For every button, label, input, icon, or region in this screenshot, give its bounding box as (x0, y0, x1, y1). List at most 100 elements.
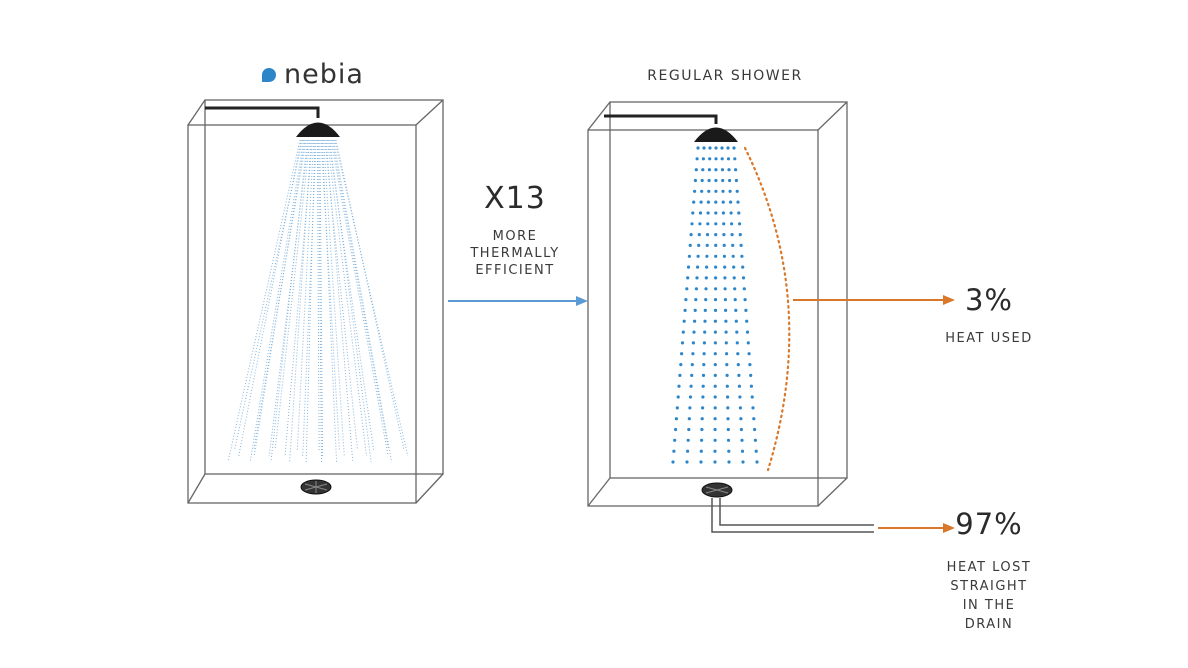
water-drop (727, 460, 731, 464)
water-drop (688, 406, 692, 410)
water-drop (745, 330, 750, 334)
water-drop (686, 276, 690, 280)
water-drop (732, 276, 736, 280)
mist-stream (325, 139, 354, 463)
water-drop (713, 449, 717, 453)
water-drop (722, 243, 726, 247)
heat-arc (743, 146, 791, 472)
water-drop (713, 363, 717, 367)
mist-stream (249, 139, 305, 463)
water-drop (707, 168, 712, 172)
mist-stream (329, 139, 372, 463)
water-drop (714, 254, 718, 258)
water-drop (741, 276, 746, 280)
water-drop (702, 363, 706, 367)
water-drop (734, 168, 738, 172)
water-drop (714, 287, 718, 291)
water-drop (740, 449, 745, 453)
water-drop (733, 298, 737, 302)
water-drop (738, 406, 743, 410)
drain-pipe-icon (711, 498, 874, 533)
water-drop (680, 352, 684, 356)
water-drop (723, 287, 727, 291)
regular-pipe-icon (604, 114, 718, 124)
water-drop (700, 427, 704, 432)
water-drop (713, 406, 717, 410)
water-drop (705, 243, 709, 247)
water-drop (697, 233, 701, 237)
water-drop (721, 211, 726, 215)
mist-stream (284, 139, 313, 457)
water-drop (714, 243, 718, 247)
water-drop (673, 438, 677, 442)
mist-stream (316, 139, 320, 451)
water-drop (714, 265, 718, 269)
water-drop (728, 178, 732, 183)
water-drop (735, 341, 739, 345)
water-drop (714, 178, 718, 183)
water-drop (690, 373, 694, 377)
water-drop (721, 178, 725, 183)
water-drop (703, 319, 707, 323)
water-drop (701, 384, 705, 388)
water-drop (700, 417, 704, 421)
water-drop (722, 233, 726, 237)
water-drop (726, 395, 730, 399)
water-drop (741, 265, 745, 269)
water-drop (695, 276, 699, 280)
water-drop (701, 406, 705, 410)
water-drop (731, 254, 735, 258)
nebia-shower-box (187, 99, 444, 504)
water-drop (729, 211, 733, 215)
water-drop (741, 460, 745, 464)
water-drop (713, 341, 718, 345)
water-drop (714, 157, 718, 161)
water-drop (734, 178, 739, 183)
water-drop (674, 417, 679, 421)
water-drop (729, 200, 733, 204)
water-drop (746, 341, 750, 345)
mist-stream (320, 139, 340, 451)
water-drop (700, 189, 704, 193)
water-drop (692, 330, 696, 334)
water-drop (754, 449, 758, 453)
water-drop (727, 449, 731, 453)
water-drop (735, 330, 739, 334)
water-drop (687, 427, 691, 432)
heat-lost-percent: 97% (955, 507, 1023, 541)
water-drop (689, 384, 693, 388)
water-drop (747, 352, 751, 356)
water-drop (733, 157, 737, 161)
water-drop (749, 373, 753, 377)
water-drop (676, 395, 680, 399)
water-drop (693, 189, 697, 193)
water-drop (723, 298, 728, 302)
water-drop (714, 233, 718, 237)
water-drop (734, 319, 738, 323)
regular-shower-title: REGULAR SHOWER (647, 68, 803, 84)
water-drop (681, 330, 685, 334)
water-drop (744, 308, 748, 312)
mist-stream (302, 139, 317, 457)
water-drop (685, 287, 689, 291)
water-drop (701, 168, 705, 172)
regular-showerhead-icon (694, 127, 738, 142)
mist-stream (330, 139, 389, 457)
water-drop (723, 265, 727, 269)
water-drop (701, 157, 706, 161)
water-drop (751, 406, 755, 410)
water-drop (694, 298, 698, 302)
water-drop (714, 222, 718, 226)
water-drop (724, 319, 728, 323)
water-drop (677, 384, 681, 388)
water-drop (713, 319, 718, 323)
water-drop (678, 373, 682, 377)
water-drop (713, 298, 718, 302)
water-drop (675, 406, 679, 410)
water-drop (690, 363, 694, 367)
regular-shower-box (587, 101, 848, 507)
water-drop (706, 211, 710, 215)
water-drop (735, 189, 739, 193)
water-drop (706, 200, 711, 204)
water-drop (713, 438, 717, 442)
